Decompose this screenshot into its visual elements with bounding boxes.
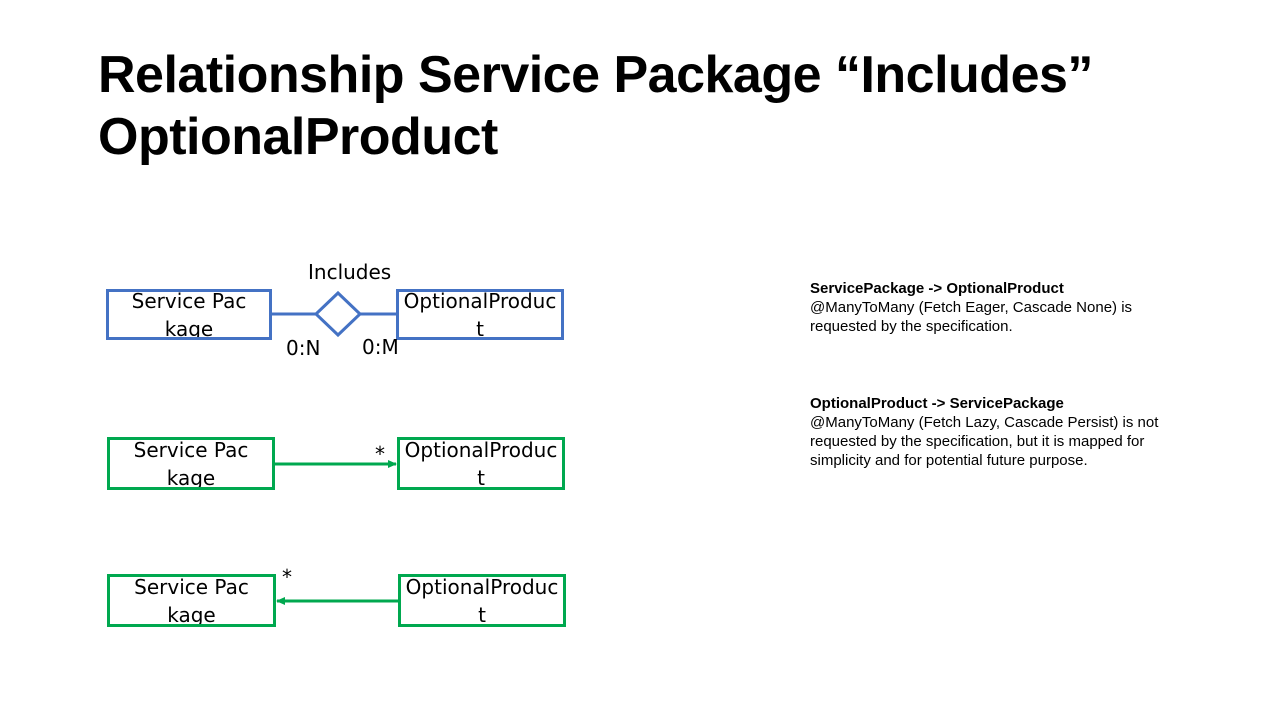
slide-title: Relationship Service Package “Includes” … (98, 44, 1198, 168)
slide-title-line-1: Relationship Service Package “Includes” (98, 46, 1093, 104)
multiplicity-left: 0:N (286, 336, 321, 360)
optional-product-label: OptionalProduct (403, 289, 557, 340)
optional-product-label: OptionalProduct (404, 437, 558, 490)
service-package-label: Service Package (134, 574, 249, 627)
mapping-note-body: @ManyToMany (Fetch Eager, Cascade None) … (810, 299, 1133, 335)
service-package-entity: Service Package (106, 289, 272, 340)
optional-product-entity: OptionalProduct (396, 289, 564, 340)
relation-label-includes: Includes (308, 260, 392, 284)
service-package-label: Service Package (133, 437, 249, 490)
mapping-note: ServicePackage -> OptionalProduct @ManyT… (810, 279, 1200, 336)
mapping-note-heading: OptionalProduct -> ServicePackage (810, 395, 1064, 412)
optional-product-entity: OptionalProduct (398, 574, 566, 627)
multiplicity-star: * (282, 565, 292, 589)
mapping-note-body: @ManyToMany (Fetch Lazy, Cascade Persist… (810, 414, 1159, 469)
aggregation-diamond (313, 290, 363, 338)
optional-product-entity: OptionalProduct (397, 437, 565, 490)
slide-title-line-2: OptionalProduct (98, 108, 498, 166)
multiplicity-star: * (375, 442, 385, 466)
optional-product-label: OptionalProduct (405, 574, 559, 627)
service-package-label: Service Package (131, 289, 247, 340)
mapping-note-heading: ServicePackage -> OptionalProduct (810, 280, 1064, 297)
service-package-entity: Service Package (107, 437, 275, 490)
mapping-note: OptionalProduct -> ServicePackage @ManyT… (810, 394, 1200, 470)
multiplicity-right: 0:M (362, 335, 399, 359)
service-package-entity: Service Package (107, 574, 276, 627)
